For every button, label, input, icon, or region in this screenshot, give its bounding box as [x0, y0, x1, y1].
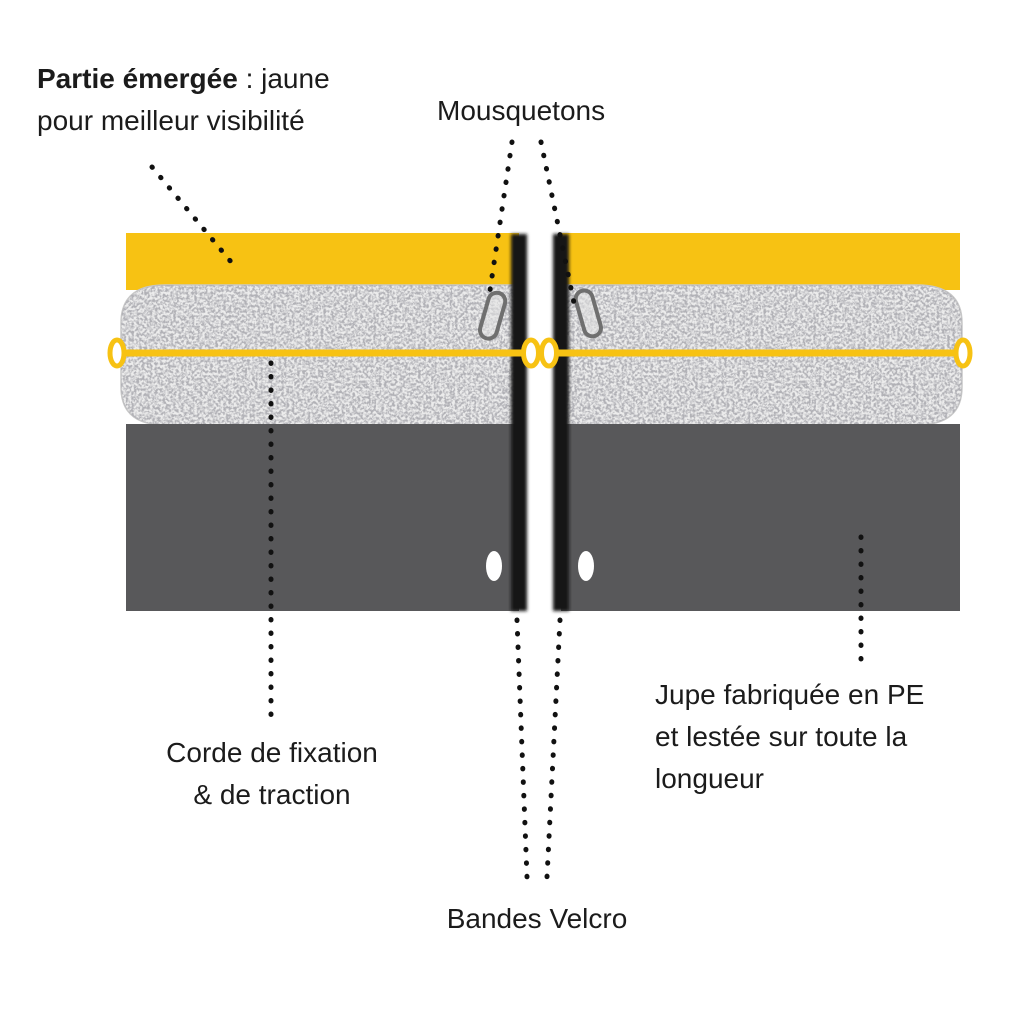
leader-velcro-right — [544, 617, 563, 880]
rope-loop-left — [107, 337, 127, 369]
label-partie-emergee-bold: Partie émergée — [37, 63, 238, 94]
label-jupe-line3: longueur — [655, 763, 764, 794]
grommet-left — [486, 551, 502, 581]
label-bandes-velcro: Bandes Velcro — [446, 903, 628, 934]
skirt-right — [561, 424, 960, 611]
skirt-left — [126, 424, 519, 611]
label-jupe-line1: Jupe fabriquée en PE — [655, 679, 925, 710]
label-corde: Corde de fixation & de traction — [147, 732, 397, 816]
leader-mousqueton-right — [538, 139, 577, 306]
velcro-strip-right — [553, 234, 569, 611]
velcro-strip-left — [511, 234, 527, 611]
leader-mousqueton-left — [486, 139, 515, 300]
rope-ring-center-right — [539, 337, 559, 369]
label-partie-emergee-rest: : jaune — [237, 63, 330, 94]
label-jupe: Jupe fabriquée en PE et lestée sur toute… — [655, 674, 924, 800]
label-corde-line2: & de traction — [193, 779, 351, 810]
label-jupe-line2: et lestée sur toute la — [655, 721, 908, 752]
carabiner-right — [573, 288, 603, 339]
label-partie-emergee-line2: pour meilleur visibilité — [37, 105, 305, 136]
emerged-strip-left — [126, 233, 519, 290]
rope-ring-center-left — [521, 337, 541, 369]
label-partie-emergee: Partie émergée : jaune pour meilleur vis… — [37, 58, 330, 142]
label-partie-emergee-line1: Partie émergée : jaune — [37, 58, 330, 100]
label-mousquetons: Mousquetons — [437, 95, 606, 126]
grommet-right — [578, 551, 594, 581]
rope-loop-right — [953, 337, 973, 369]
label-corde-line1: Corde de fixation — [166, 737, 378, 768]
leader-velcro-left — [514, 617, 530, 880]
carabiner-left — [477, 290, 508, 341]
emerged-strip-right — [561, 233, 960, 290]
